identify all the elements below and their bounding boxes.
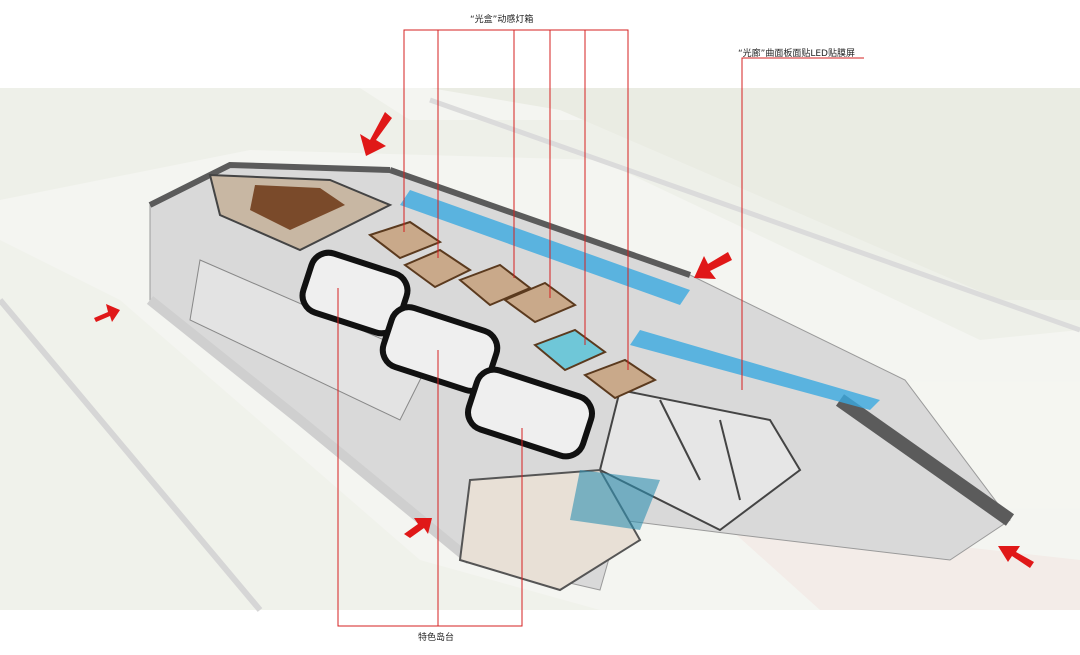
entrance-arrow-right-upper bbox=[694, 252, 732, 279]
island-leader-frame bbox=[337, 288, 523, 627]
led-corridor-annotation: “光廊”曲面板面贴LED贴膜屏 bbox=[738, 49, 855, 59]
leader-lines bbox=[337, 29, 864, 627]
led-leader bbox=[741, 57, 864, 390]
light-boxes bbox=[367, 220, 658, 400]
entrance-arrow-top bbox=[360, 112, 392, 156]
entrance-arrow-bottom bbox=[404, 518, 432, 538]
lightbox-annotation: “光盒”动感灯箱 bbox=[470, 15, 534, 25]
island-counter-annotation: 特色岛台 bbox=[418, 633, 455, 643]
island-counters bbox=[299, 249, 595, 460]
lightbox-leader-frame bbox=[403, 29, 629, 370]
entrance-arrows bbox=[94, 112, 1034, 568]
entrance-arrow-right-lower bbox=[998, 546, 1034, 568]
entrance-arrow-left bbox=[94, 304, 120, 322]
